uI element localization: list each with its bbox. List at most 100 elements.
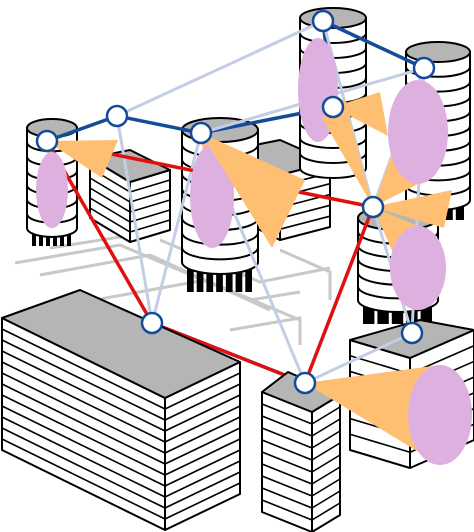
tower-center-leg — [245, 262, 252, 292]
building-front-left-stripe — [164, 471, 241, 509]
tower-center-stripe — [181, 247, 259, 261]
front-buildings-layer — [1, 289, 472, 532]
building-front-left-stripe — [1, 394, 166, 476]
building-front-left-stripe — [1, 383, 166, 465]
building-front-left-stripe — [164, 416, 241, 454]
node-n6 — [412, 56, 436, 80]
link-n8-n3 — [150, 131, 203, 325]
cone-n3 — [190, 133, 234, 248]
tower-right-lower-leg — [420, 300, 432, 324]
building-mid-left-stripe — [89, 187, 131, 213]
tower-back-right-stripe — [299, 32, 367, 44]
tower-right-lower-leg — [363, 300, 375, 324]
tower-center-stripe — [181, 232, 259, 246]
node-n2 — [105, 104, 129, 128]
tower-back-right-stripe — [299, 137, 367, 149]
node-n5 — [311, 9, 335, 33]
building-front-center-stripe — [311, 466, 341, 485]
building-mid-left-stripe — [89, 197, 131, 223]
street-5 — [94, 278, 301, 322]
link-n5-n6 — [321, 19, 426, 70]
street-6 — [279, 248, 332, 300]
street-7 — [229, 316, 302, 345]
tower-center-leg — [235, 262, 243, 292]
cones-layer — [36, 38, 452, 310]
building-front-left-stripe — [164, 394, 241, 432]
node-n10 — [400, 321, 424, 345]
building-mid-left-stripe — [89, 177, 131, 203]
tower-center-leg — [196, 262, 204, 292]
node-n9 — [293, 371, 317, 395]
cone-n7-down-aperture — [390, 226, 446, 310]
tower-left-leg — [67, 228, 71, 246]
link-n2-n5 — [115, 19, 325, 118]
building-front-left-stripe — [164, 427, 241, 465]
building-front-center-stripe — [311, 430, 341, 449]
node-n3 — [189, 121, 213, 145]
tower-center-leg — [187, 262, 194, 292]
link-n9-n10 — [303, 331, 414, 385]
building-front-left-roof — [1, 289, 241, 399]
tower-center-leg — [225, 262, 233, 292]
building-front-left-stripe — [164, 438, 241, 476]
building-front-center-stripe — [261, 427, 313, 449]
tower-back-right-stripe — [299, 152, 367, 164]
building-front-center-stripe — [261, 415, 313, 437]
building-front-left-stripe — [1, 372, 166, 454]
cone-n9-aperture — [408, 365, 472, 465]
cone-n7-left — [322, 98, 373, 207]
nodes-layer — [35, 9, 436, 395]
building-front-left-stripe — [1, 328, 166, 410]
building-front-center-stripe — [261, 475, 313, 497]
building-front-center-stripe — [311, 454, 341, 473]
cone-n4-right-beam — [333, 92, 388, 136]
cone-n3-right — [201, 133, 305, 248]
building-front-center-stripe — [261, 403, 313, 425]
cone-n7-right — [373, 190, 452, 228]
cone-n7-up-aperture — [388, 80, 448, 184]
building-front-center-stripe — [311, 418, 341, 437]
cone-n7-right-beam — [373, 190, 452, 228]
building-mid-center-stripe — [279, 204, 331, 220]
building-front-left-stripe — [164, 460, 241, 498]
building-front-left — [1, 289, 241, 531]
cone-n3-right-beam — [201, 133, 305, 248]
building-mid-center-stripe — [279, 215, 331, 230]
building-right-low-stripe — [349, 433, 411, 454]
building-front-left-stripe — [164, 383, 241, 421]
building-front-left-stripe — [1, 339, 166, 421]
building-front-left-stripe — [164, 449, 241, 487]
building-mid-left-stripe — [129, 189, 171, 203]
building-front-left-stripe — [1, 350, 166, 432]
cone-n7-up — [373, 80, 448, 207]
tower-center-leg — [216, 262, 223, 292]
building-front-center — [261, 371, 341, 532]
building-mid-left-stripe — [129, 179, 171, 193]
building-front-center-stripe — [311, 442, 341, 461]
cone-n9 — [305, 365, 472, 465]
cone-n3-aperture — [190, 144, 234, 248]
building-front-left-stripe — [1, 438, 166, 520]
link-n2-n3 — [115, 114, 203, 135]
building-front-left-stripe — [164, 482, 241, 520]
building-front-center-stripe — [311, 490, 341, 509]
tower-center-leg — [206, 262, 214, 292]
node-n4 — [321, 95, 345, 119]
cone-n4-right — [333, 92, 388, 136]
building-front-left-stripe — [1, 405, 166, 487]
building-front-center-stripe — [261, 499, 313, 521]
building-front-left-stripe — [164, 372, 241, 410]
link-n1-n2 — [45, 114, 119, 143]
cone-n1-aperture — [36, 152, 68, 228]
building-mid-left-stripe — [129, 199, 171, 213]
building-front-left-stripe — [1, 427, 166, 509]
cone-n1-tip-beam — [47, 140, 118, 178]
node-n8 — [140, 311, 164, 335]
building-mid-left-stripe — [89, 207, 131, 233]
building-mid-left-stripe — [129, 209, 171, 223]
cone-n1-tip — [47, 140, 118, 178]
building-front-left-stripe — [1, 416, 166, 498]
building-front-center-stripe — [261, 487, 313, 509]
cone-n1 — [36, 141, 68, 228]
